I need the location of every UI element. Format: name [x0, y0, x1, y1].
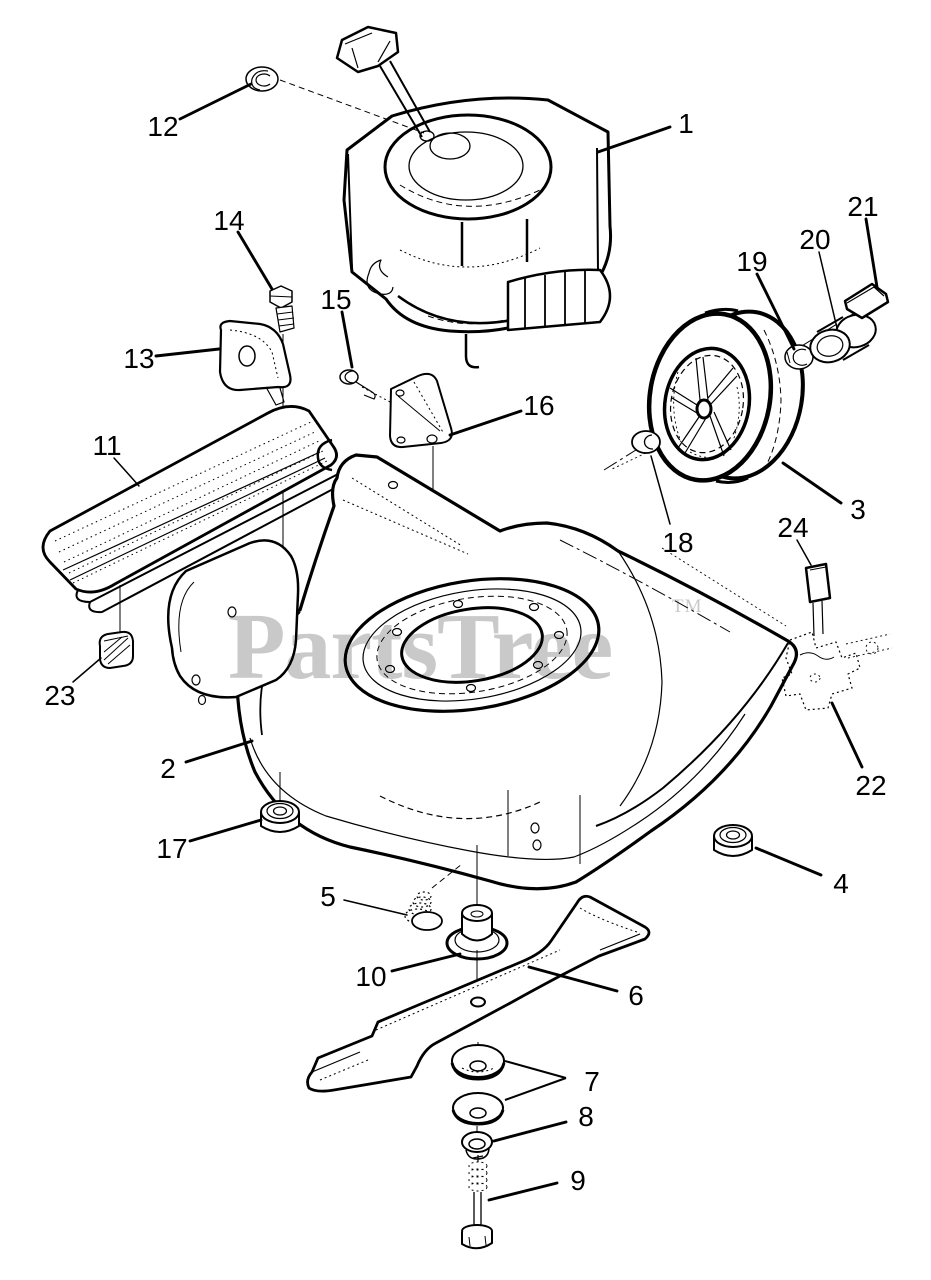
part-blade-6: 6 — [306, 894, 651, 1093]
callout-2: 2 — [160, 753, 176, 784]
part-nut-19: 19 — [736, 246, 814, 370]
callout-19: 19 — [736, 246, 767, 277]
callout-21: 21 — [847, 191, 878, 222]
callout-4: 4 — [833, 868, 849, 899]
callout-17: 17 — [156, 833, 187, 864]
part-bracket-16: 16 — [389, 372, 555, 514]
callout-8: 8 — [578, 1101, 594, 1132]
callout-9: 9 — [570, 1165, 586, 1196]
callout-18: 18 — [662, 527, 693, 558]
part-trim-strip-11: 11 — [41, 405, 351, 636]
callout-group-1: 1 — [596, 108, 694, 154]
callout-10: 10 — [355, 961, 386, 992]
part-washer-18: 18 — [609, 430, 694, 558]
part-flange-locknut-4: 4 — [713, 824, 849, 899]
watermark: PartsTree TM — [228, 595, 703, 699]
callout-5: 5 — [320, 881, 336, 912]
part-bushing-20: 20 — [799, 224, 877, 364]
callout-group-2: 2 — [160, 739, 254, 784]
watermark-tm: TM — [672, 596, 703, 617]
callout-12: 12 — [147, 111, 178, 142]
part-engine — [335, 25, 613, 369]
starter-handle — [335, 25, 400, 74]
callout-13: 13 — [123, 343, 154, 374]
callout-15: 15 — [320, 284, 351, 315]
callout-23: 23 — [44, 680, 75, 711]
part-cotter-pin-15: 15 — [320, 284, 393, 404]
callout-20: 20 — [799, 224, 830, 255]
part-key-21: 21 — [843, 191, 890, 320]
callout-7: 7 — [584, 1066, 600, 1097]
callout-14: 14 — [213, 205, 244, 236]
part-clip-23: 23 — [44, 630, 134, 711]
part-key-24: 24 — [777, 512, 832, 637]
callout-22: 22 — [855, 770, 886, 801]
callout-11: 11 — [92, 430, 121, 461]
part-flange-nut-12: 12 — [147, 66, 425, 142]
callout-1: 1 — [678, 108, 694, 139]
part-blade-adapter-10: 10 — [355, 862, 509, 996]
callout-6: 6 — [628, 980, 644, 1011]
part-washers-7: 7 — [450, 1042, 600, 1126]
part-spring-5: 5 — [320, 863, 463, 931]
watermark-text: PartsTree — [228, 595, 612, 699]
part-washer-8: 8 — [461, 1101, 594, 1160]
part-adjuster-bracket-22: 22 — [661, 547, 893, 801]
callout-16: 16 — [523, 390, 554, 421]
callout-24: 24 — [777, 512, 808, 543]
part-flange-locknut-17: 17 — [156, 772, 300, 864]
part-deck-housing — [166, 438, 799, 908]
part-blade-bolt-9: 9 — [461, 1155, 586, 1250]
deck-spindle-ring — [343, 577, 601, 713]
part-bracket-13: 13 — [123, 319, 292, 406]
callout-3: 3 — [850, 494, 866, 525]
